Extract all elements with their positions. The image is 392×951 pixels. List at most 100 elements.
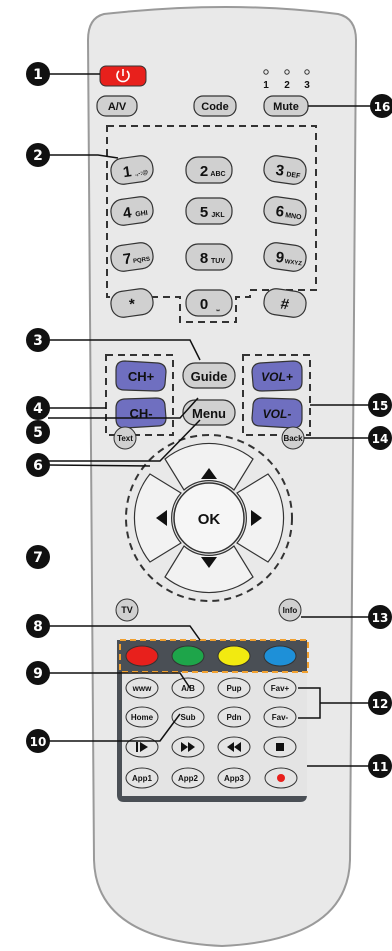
guide-label: Guide [191,369,228,384]
callout-10: 10 [26,729,50,753]
numpad-key-main: 9 [275,249,286,267]
numpad-key-sub: GHI [135,210,148,219]
record-button[interactable] [264,767,298,789]
callout-number: 10 [30,735,47,749]
callout-number: 14 [372,432,389,446]
panel-key-pup[interactable]: Pup [217,677,251,699]
panel-key-fav[interactable]: Fav- [263,706,297,728]
menu-button[interactable]: Menu [182,399,236,426]
callout-leaders [47,73,372,767]
numpad-key-main: 6 [275,203,286,221]
numpad-key-sub: .,-:@ [135,170,149,178]
numpad-key-10[interactable]: * [109,287,154,319]
panel-key-pdn-label: Pdn [226,713,241,722]
numpad-key-11[interactable]: 0⎵ [185,289,233,317]
panel-keys: www A/B Pup Fav+ Home Sub Pdn Fav- App1 App2 App3 [125,677,297,789]
panel-key-home[interactable]: Home [125,706,159,728]
panel-key-app3[interactable]: App3 [217,767,251,789]
numpad-key-main: 5 [200,204,208,221]
numpad-key-sub: WXYZ [284,259,302,267]
dpad: OK [133,442,285,594]
callout-number: 11 [372,760,389,774]
dpad-right-button[interactable] [236,473,285,563]
callout-number: 1 [33,67,43,83]
play-pause-button[interactable] [125,736,159,758]
green-key[interactable] [171,645,205,667]
led-2 [284,69,290,75]
numpad-key-main: 4 [122,204,133,222]
callout-3: 3 [26,328,50,352]
vol-down-button[interactable]: VOL- [251,397,303,429]
numpad-key-main: 7 [122,250,133,268]
callout-8: 8 [26,614,50,638]
panel-key-pdn[interactable]: Pdn [217,706,251,728]
callout-number: 7 [33,550,43,566]
arrow-right-icon [251,510,262,526]
numpad-key-main: * [128,296,136,314]
panel-key-www[interactable]: www [125,677,159,699]
vol-up-button[interactable]: VOL+ [251,360,303,392]
numpad-key-main: 0 [200,296,208,313]
numpad-key-1[interactable]: 1.,-:@ [109,154,154,186]
tv-button[interactable]: TV [115,598,139,622]
ok-button[interactable]: OK [173,482,245,554]
callout-4: 4 [26,396,50,420]
mute-button[interactable]: Mute [263,95,309,117]
panel-key-fav[interactable]: Fav+ [263,677,297,699]
text-button[interactable]: Text [113,426,137,450]
panel-key-app1[interactable]: App1 [125,767,159,789]
text-label: Text [117,434,133,443]
yellow-key[interactable] [217,645,251,667]
callout-6: 6 [26,453,50,477]
dpad-left-button[interactable] [133,473,182,563]
info-label: Info [283,606,298,615]
av-label: A/V [108,101,127,113]
back-button[interactable]: Back [281,426,305,450]
numpad-key-sub: JKL [211,212,225,219]
dpad-down-button[interactable] [164,545,254,594]
numpad-key-main: 2 [200,163,208,180]
info-button[interactable]: Info [278,598,302,622]
numpad-key-main: # [279,295,290,313]
rewind-button[interactable] [217,736,251,758]
numpad-key-12[interactable]: # [262,287,307,319]
stop-button[interactable] [263,736,297,758]
arrow-down-icon [201,557,217,568]
panel-key-app2[interactable]: App2 [171,767,205,789]
ch-down-button[interactable]: CH- [115,397,167,429]
callout-5: 5 [26,420,50,444]
vol-up-label: VOL+ [261,370,293,384]
stop-icon [276,743,284,751]
guide-button[interactable]: Guide [182,362,236,389]
code-label: Code [201,101,229,113]
ch-up-button[interactable]: CH+ [115,360,167,392]
numpad-key-sub: TUV [211,258,225,265]
power-button[interactable] [99,65,147,87]
panel-key-ab-label: A/B [181,684,195,693]
red-key[interactable] [125,645,159,667]
callout-number: 12 [372,697,389,711]
panel-key-app1-label: App1 [132,774,153,783]
panel-key-ab[interactable]: A/B [171,677,205,699]
panel-key-www-label: www [132,684,152,693]
fast-forward-button[interactable] [171,736,205,758]
av-button[interactable]: A/V [96,95,138,117]
panel-key-sub-label: Sub [180,713,195,722]
nav-dashed-ring [125,434,293,602]
blue-key[interactable] [263,645,297,667]
callout-12: 12 [368,691,392,715]
dpad-up-button[interactable] [164,442,254,491]
panel-key-sub[interactable]: Sub [171,706,205,728]
callout-15: 15 [368,393,392,417]
code-button[interactable]: Code [193,95,237,117]
